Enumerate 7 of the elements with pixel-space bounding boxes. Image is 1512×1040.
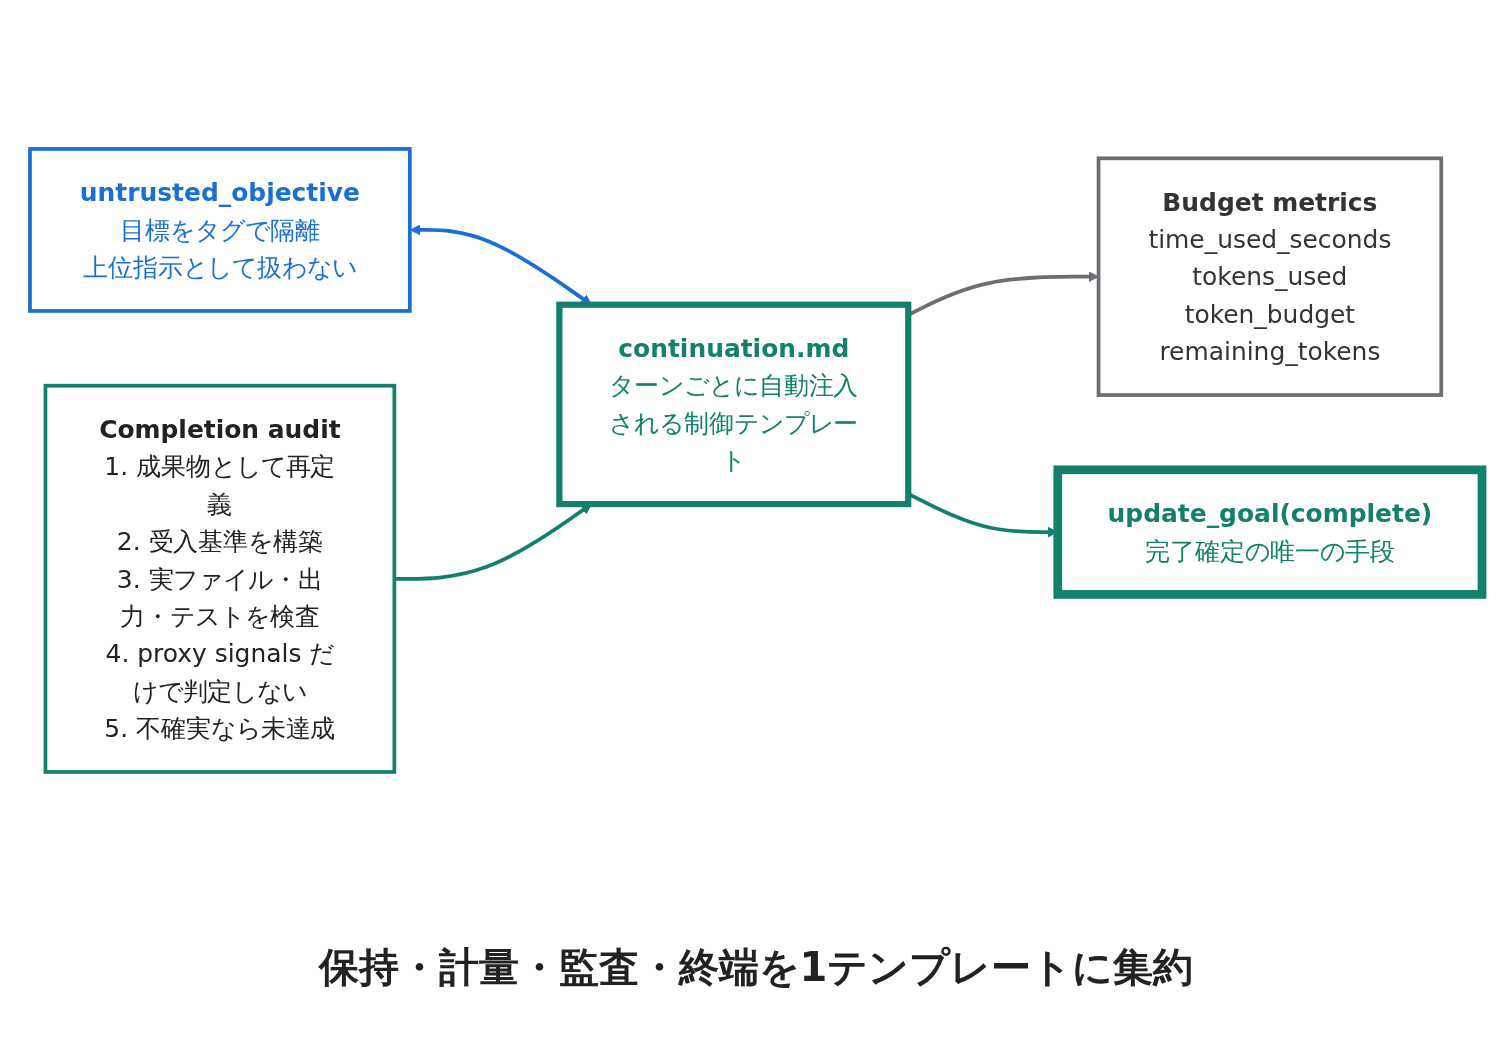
node-box: continuation.md ターンごとに自動注入される制御テンプレート bbox=[556, 301, 912, 507]
node-box: Budget metrics time_used_seconds tokens_used token_budget remaining_tokens bbox=[1096, 155, 1444, 397]
arrow bbox=[409, 224, 592, 305]
caption: 保持・計量・監査・終端を1テンプレートに集約 bbox=[318, 944, 1194, 990]
node-box: Completion audit 1. 成果物として再定義 2. 受入基準を構築 3. 実ファイル・出力・テストを検査 4. proxy signals だけで判定しない 5. 不確実なら未達成 bbox=[43, 383, 397, 774]
node-box: untrusted_objective 目標をタグで隔離 上位指示として扱わない bbox=[28, 146, 412, 313]
node-box: update_goal(complete) 完了確定の唯一の手段 bbox=[1053, 464, 1487, 599]
